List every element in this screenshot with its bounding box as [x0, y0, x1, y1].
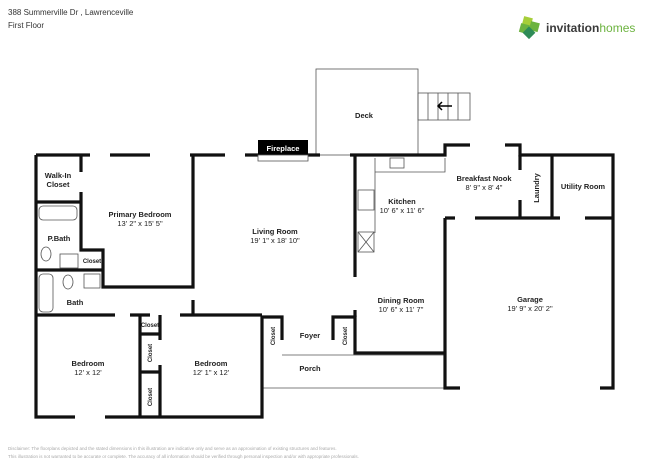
- garage-label: Garage: [517, 295, 543, 304]
- bedroom-1-label: Bedroom: [72, 359, 105, 368]
- bedroom-2-dim: 12' 1" x 12': [193, 368, 230, 377]
- logo-text: invitationhomes: [546, 21, 636, 35]
- laundry-label: Laundry: [532, 172, 541, 202]
- bath-fixtures: [38, 205, 101, 313]
- dining-room-label: Dining Room: [378, 296, 425, 305]
- address: 388 Summerville Dr , Lawrenceville: [8, 8, 134, 17]
- dining-room-dim: 10' 6" x 11' 7": [379, 305, 424, 314]
- utility-room-label: Utility Room: [561, 182, 605, 191]
- bedroom-1-dim: 12' x 12': [74, 368, 102, 377]
- deck-stairs: [417, 92, 471, 121]
- porch-label: Porch: [299, 364, 321, 373]
- breakfast-nook-label: Breakfast Nook: [456, 174, 512, 183]
- bedroom-2-label: Bedroom: [195, 359, 228, 368]
- foyer-label: Foyer: [300, 331, 321, 340]
- porch-outline: [262, 354, 445, 389]
- breakfast-nook-dim: 8' 9" x 8' 4": [466, 183, 503, 192]
- pbath-label: P.Bath: [48, 234, 71, 243]
- hearth: [257, 154, 309, 162]
- living-room-label: Living Room: [252, 227, 298, 236]
- floor-label: First Floor: [8, 21, 44, 30]
- foyer-closet-right-label: Closet: [343, 327, 349, 345]
- primary-bedroom-label: Primary Bedroom: [109, 210, 172, 219]
- bedroom-closet-2-label: Closet: [148, 388, 154, 406]
- logo-mark-icon: [518, 16, 540, 40]
- fireplace-label: Fireplace: [267, 144, 300, 153]
- deck-label: Deck: [355, 111, 374, 120]
- closet-label: Closet: [83, 259, 101, 265]
- living-room-dim: 19' 1" x 18' 10": [250, 236, 300, 245]
- kitchen-label: Kitchen: [388, 197, 416, 206]
- hall-closet-label: Closet: [141, 323, 159, 329]
- invitation-homes-logo: invitationhomes: [518, 16, 635, 40]
- arrow-left-icon: [436, 101, 452, 111]
- garage-dim: 19' 9" x 20' 2": [507, 304, 553, 313]
- bath-label: Bath: [67, 298, 84, 307]
- foyer-closet-left-label: Closet: [271, 327, 277, 345]
- disclaimer-line-1: Disclaimer: The floorplans depicted and …: [8, 446, 337, 451]
- fireplace: [258, 140, 308, 155]
- walkin-closet-label-2: Closet: [47, 180, 70, 189]
- walkin-closet-label: Walk-In: [45, 171, 72, 180]
- kitchen-counters: [357, 157, 446, 253]
- disclaimer-line-2: This illustration is not warranted to be…: [8, 454, 359, 459]
- kitchen-dim: 10' 6" x 11' 6": [380, 206, 425, 215]
- bedroom-closet-label: Closet: [148, 344, 154, 362]
- primary-bedroom-dim: 13' 2" x 15' 5": [117, 219, 163, 228]
- walls: [34, 143, 615, 419]
